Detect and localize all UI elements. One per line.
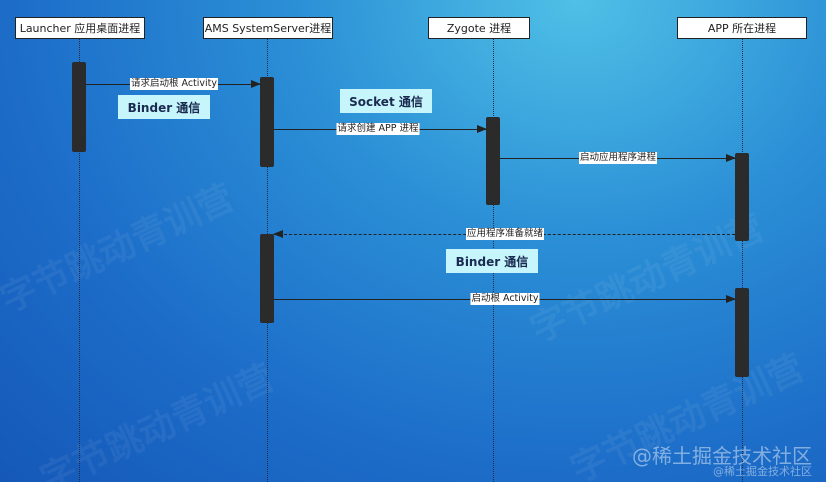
note-socket: Socket 通信 (340, 89, 432, 113)
brand-watermark: @稀土掘金技术社区 (632, 444, 812, 468)
note-binder: Binder 通信 (446, 249, 538, 273)
watermark: 字节跳动青训营 (524, 207, 771, 352)
brand-watermark-small: @稀土掘金技术社区 (713, 465, 812, 478)
watermark: 字节跳动青训营 (34, 357, 281, 482)
message-label: 启动根 Activity (470, 293, 540, 305)
activation-ams-2 (260, 234, 274, 323)
message-label: 请求启动根 Activity (129, 78, 219, 90)
activation-zygote (486, 117, 500, 205)
participant-ams: AMS SystemServer进程 (203, 17, 333, 39)
arrowhead-icon (726, 295, 736, 303)
arrowhead-icon (726, 154, 736, 162)
activation-app-2 (735, 288, 749, 377)
activation-ams-1 (260, 77, 274, 167)
message-arrow: 请求创建 APP 进程 (274, 123, 487, 135)
message-label: 启动应用程序进程 (578, 152, 658, 164)
note-binder: Binder 通信 (118, 95, 210, 119)
participant-zygote: Zygote 进程 (428, 17, 530, 39)
message-arrow-return: 应用程序准备就绪 (273, 228, 735, 240)
message-arrow: 启动应用程序进程 (500, 152, 736, 164)
lifeline-app (742, 39, 743, 482)
watermark: 字节跳动青训营 (0, 177, 241, 322)
message-label: 应用程序准备就绪 (465, 228, 545, 240)
activation-launcher (72, 62, 86, 152)
participant-launcher: Launcher 应用桌面进程 (15, 17, 145, 39)
participant-app: APP 所在进程 (677, 17, 807, 39)
message-label: 请求创建 APP 进程 (336, 123, 420, 135)
arrowhead-icon (477, 125, 487, 133)
activation-app-1 (735, 153, 749, 241)
arrowhead-icon (273, 230, 283, 238)
message-arrow: 启动根 Activity (274, 293, 736, 305)
lifeline-launcher (79, 39, 80, 482)
message-arrow: 请求启动根 Activity (86, 78, 261, 90)
arrowhead-icon (251, 80, 261, 88)
